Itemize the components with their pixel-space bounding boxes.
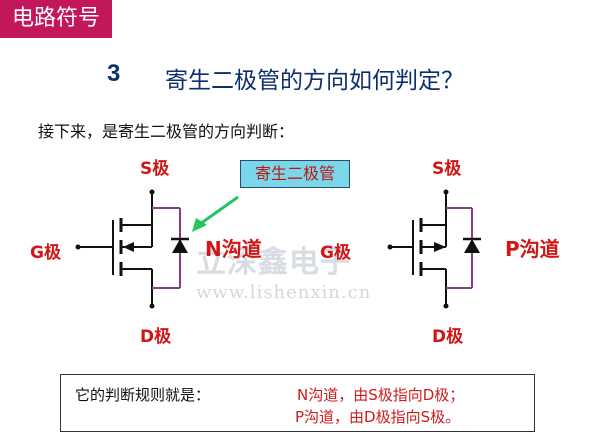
n-channel-rule: N沟道，由S极指向D极； <box>297 386 465 404</box>
section-title: 寄生二极管的方向如何判定？ <box>165 68 464 94</box>
right-body-diode-icon <box>463 237 481 253</box>
callout-arrow-icon <box>192 195 239 232</box>
rules-box: 它的判断规则就是： N沟道，由S极指向D极； P沟道，由D极指向S极。 <box>60 374 535 432</box>
intro-text: 接下来，是寄生二极管的方向判断： <box>38 122 295 141</box>
watermark-name: 立深鑫电子 <box>196 245 351 280</box>
right-gate-label: G极 <box>320 243 351 263</box>
section-heading: 3 寄生二极管的方向如何判定？ <box>0 60 600 96</box>
right-source-label: S极 <box>432 159 462 179</box>
parasitic-diode-callout: 寄生二极管 <box>240 160 350 188</box>
mosfet-diagram <box>75 189 481 309</box>
left-gate-label: G极 <box>30 243 61 263</box>
section-number: 3 <box>107 60 121 87</box>
p-channel-rule: P沟道，由D极指向S极。 <box>295 408 461 426</box>
rules-heading: 它的判断规则就是： <box>75 386 211 404</box>
right-channel-label: P沟道 <box>505 237 560 261</box>
left-channel-label: N沟道 <box>205 237 262 261</box>
left-drain-label: D极 <box>140 327 172 347</box>
right-mosfet-symbol <box>387 189 473 309</box>
left-mosfet-symbol <box>75 189 181 309</box>
title-tab: 电路符号 <box>0 0 112 38</box>
left-source-label: S极 <box>140 159 170 179</box>
watermark-url: www.lishenxin.cn <box>196 282 372 303</box>
right-drain-label: D极 <box>432 327 464 347</box>
left-body-diode-icon <box>171 237 189 253</box>
